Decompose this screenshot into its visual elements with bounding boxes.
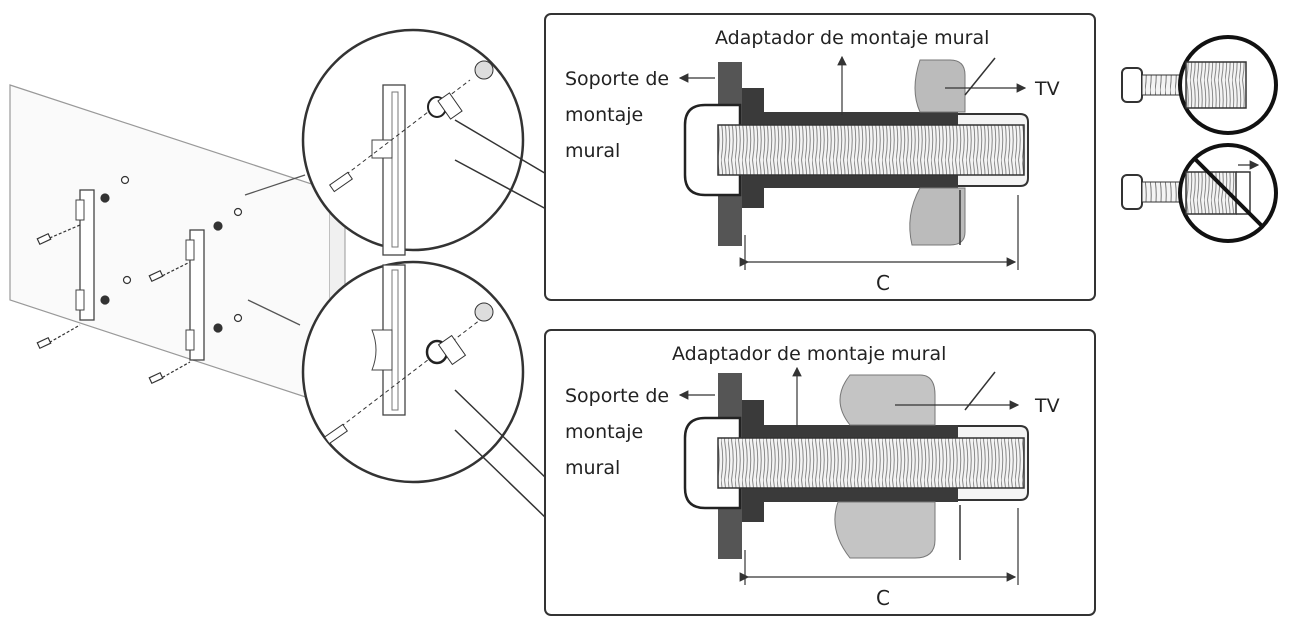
bracket-label-top-1: Soporte de xyxy=(565,68,669,90)
detail-panel-bottom: Adaptador de montaje mural Soporte de mo… xyxy=(544,329,1096,616)
dimension-label-bottom: C xyxy=(876,586,890,610)
bracket-label-top-3: mural xyxy=(565,140,620,162)
bracket-label-top-2: montaje xyxy=(565,104,643,126)
correct-thread-icon xyxy=(1121,35,1278,135)
dimension-label-top: C xyxy=(876,271,890,295)
bracket-right xyxy=(185,229,205,361)
adapter-label-bottom: Adaptador de montaje mural xyxy=(672,343,946,365)
adapter-label-top: Adaptador de montaje mural xyxy=(715,27,989,49)
callout-lines xyxy=(244,174,306,326)
detail-panel-top: Adaptador de montaje mural Soporte de mo… xyxy=(544,13,1096,301)
incorrect-thread-icon xyxy=(1121,143,1278,243)
threaded-shaft xyxy=(717,124,1025,176)
tv-label-top: TV xyxy=(1034,78,1060,100)
tv-back-overview xyxy=(9,84,346,411)
bracket-label-bottom-3: mural xyxy=(565,457,620,479)
bracket-label-bottom-1: Soporte de xyxy=(565,385,669,407)
threaded-shaft xyxy=(717,437,1025,489)
tv-label-bottom: TV xyxy=(1034,395,1060,417)
pointer-bottom xyxy=(454,389,549,521)
prohibited-slash xyxy=(1192,156,1264,228)
magnifier-top xyxy=(301,28,525,256)
bracket-label-bottom-2: montaje xyxy=(565,421,643,443)
bracket-left xyxy=(75,189,95,321)
screw-set xyxy=(36,175,243,385)
magnifier-bottom xyxy=(301,260,525,484)
pointer-top xyxy=(454,119,549,211)
